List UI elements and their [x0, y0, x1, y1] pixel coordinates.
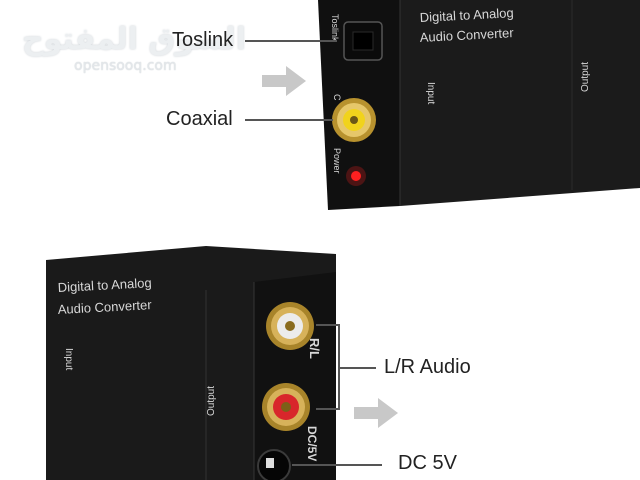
lr-bracket-vertical [338, 324, 340, 410]
lr-callout-line [340, 367, 376, 369]
bottom-title-line2: Audio Converter [57, 297, 152, 317]
top-title-line1: Digital to Analog [419, 5, 514, 25]
toslink-port-label: Toslink [330, 14, 340, 42]
dc5v-callout-label: DC 5V [398, 452, 457, 474]
bottom-input-label: Input [63, 348, 74, 370]
arrow-right-icon [262, 66, 306, 96]
dc5v-callout-line [292, 464, 382, 466]
toslink-callout-line [245, 40, 337, 42]
coax-port-label: C [332, 94, 342, 101]
lr-bracket-bottom [316, 408, 340, 410]
rl-label: R/L [307, 338, 322, 359]
dc-label: DC/5V [305, 426, 319, 461]
bottom-title-line1: Digital to Analog [57, 275, 152, 295]
bottom-output-label: Output [206, 386, 217, 416]
power-led [351, 171, 361, 181]
watermark-latin: opensooq.com [74, 58, 177, 74]
toslink-callout-label: Toslink [172, 29, 234, 51]
watermark-arabic: السوق المفتوح [22, 22, 247, 57]
power-label: Power [332, 148, 342, 174]
top-input-label: Input [425, 82, 436, 104]
lr-bracket-top [316, 324, 340, 326]
arrow-right-icon [354, 398, 398, 428]
top-converter-device: Digital to Analog Audio Converter Input … [318, 0, 640, 210]
coaxial-callout-label: Coaxial [166, 108, 233, 130]
coaxial-callout-line [245, 119, 333, 121]
top-title-line2: Audio Converter [419, 25, 514, 45]
top-output-label: Output [580, 62, 591, 92]
bottom-converter-device: Digital to Analog Audio Converter Input … [46, 246, 336, 480]
lr-audio-callout-label: L/R Audio [384, 356, 471, 378]
top-device-side-face [400, 0, 640, 206]
